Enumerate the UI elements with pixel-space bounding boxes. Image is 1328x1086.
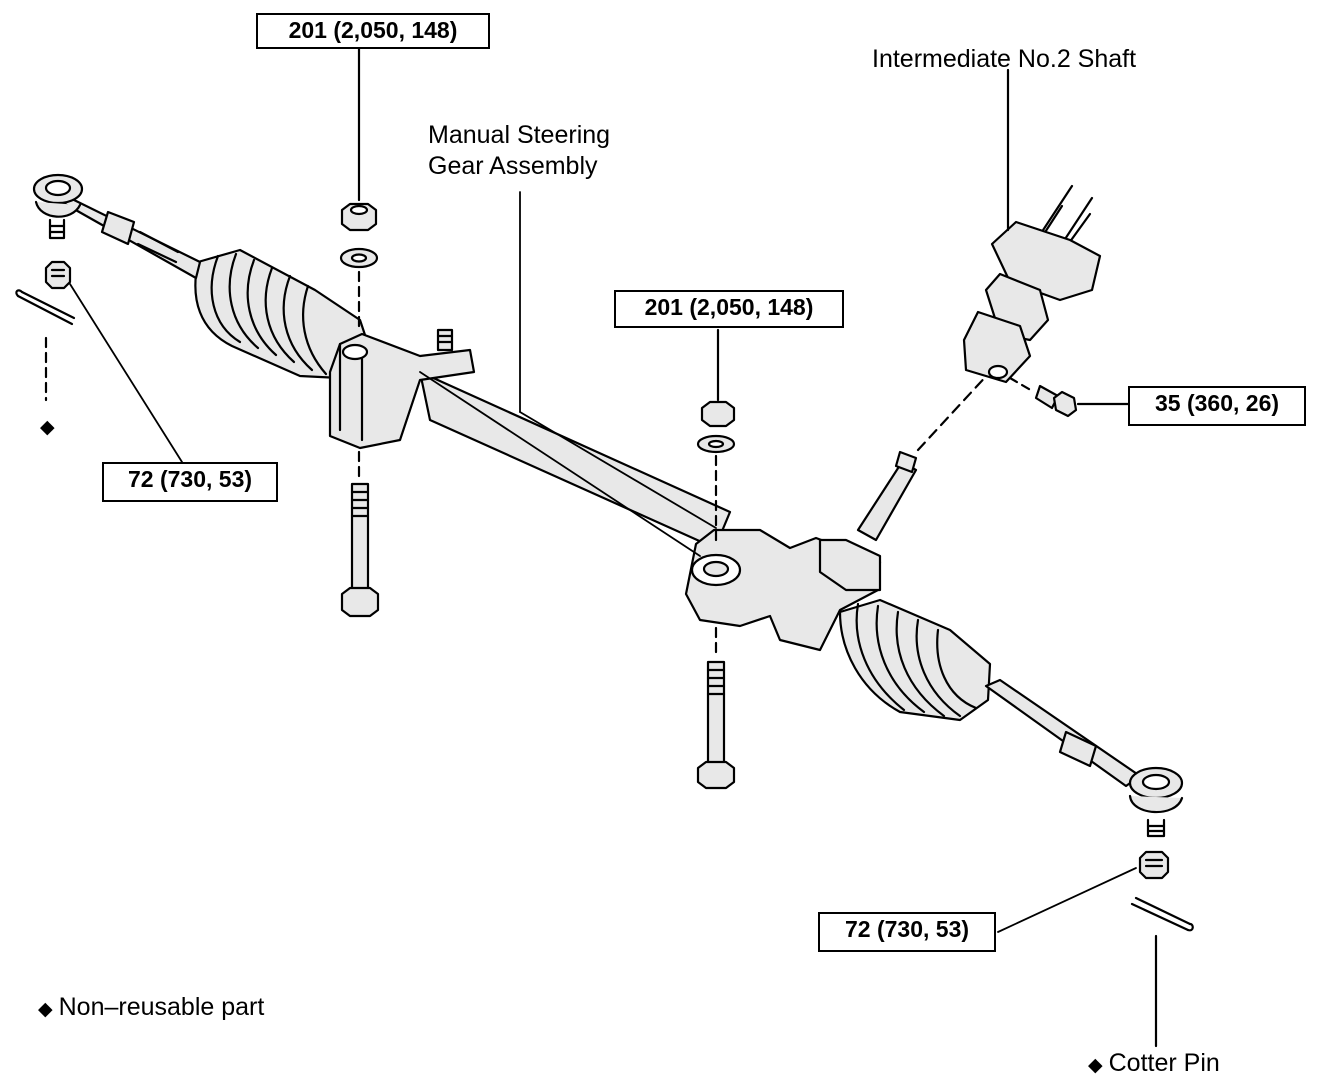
left-boot [194, 248, 372, 380]
rack-tube [418, 370, 732, 550]
right-tie-rod [984, 678, 1184, 838]
cotter-pin-text: Cotter Pin [1108, 1049, 1220, 1077]
top-left-nut [339, 46, 379, 480]
right-castle-nut [1138, 850, 1170, 880]
right-cotter-pin [1130, 896, 1194, 1048]
left-clamp-bracket [328, 328, 476, 450]
torque-spec-left-nut: 72 (730, 53) [102, 462, 278, 502]
gear-housing [684, 528, 882, 652]
leader-lines [69, 191, 1137, 933]
torque-left-text: 72 (730, 53) [127, 466, 253, 492]
non-reusable-legend: ◆Non–reusable part [38, 992, 264, 1025]
torque-shaft-text: 35 (360, 26) [1154, 390, 1280, 416]
pinion-shaft [856, 370, 992, 542]
left-long-bolt [340, 482, 380, 618]
gear-assembly-label: Manual Steering Gear Assembly [428, 120, 610, 182]
gear-assembly-line2: Gear Assembly [428, 152, 598, 180]
left-tie-rod [32, 173, 202, 280]
torque-top-text: 201 (2,050, 148) [288, 17, 458, 43]
torque-spec-top-bolt: 201 (2,050, 148) [256, 13, 490, 49]
non-reusable-diamond-icon: ◆ [38, 999, 53, 1020]
torque-right-text: 72 (730, 53) [844, 916, 970, 942]
right-boot [838, 598, 992, 722]
non-reusable-diamond-icon: ◆ [40, 417, 55, 438]
mid-nut-washer-bolt [696, 328, 736, 790]
gear-assembly-line1: Manual Steering [428, 121, 611, 149]
intermediate-shaft [962, 68, 1102, 384]
torque-spec-shaft-bolt: 35 (360, 26) [1128, 386, 1306, 426]
torque-spec-mid-bolt: 201 (2,050, 148) [614, 290, 844, 328]
left-cotter-diamond: ◆ [40, 410, 61, 443]
torque-mid-text: 201 (2,050, 148) [644, 294, 814, 320]
left-castle-nut [44, 260, 72, 290]
non-reusable-diamond-icon: ◆ [1088, 1055, 1103, 1076]
cotter-pin-label: ◆Cotter Pin [1088, 1048, 1220, 1081]
non-reusable-text: Non–reusable part [58, 993, 265, 1021]
left-cotter-pin [15, 289, 76, 402]
shaft-bolt [1008, 376, 1130, 418]
torque-spec-right-nut: 72 (730, 53) [818, 912, 996, 952]
intermediate-shaft-label: Intermediate No.2 Shaft [872, 45, 1137, 73]
